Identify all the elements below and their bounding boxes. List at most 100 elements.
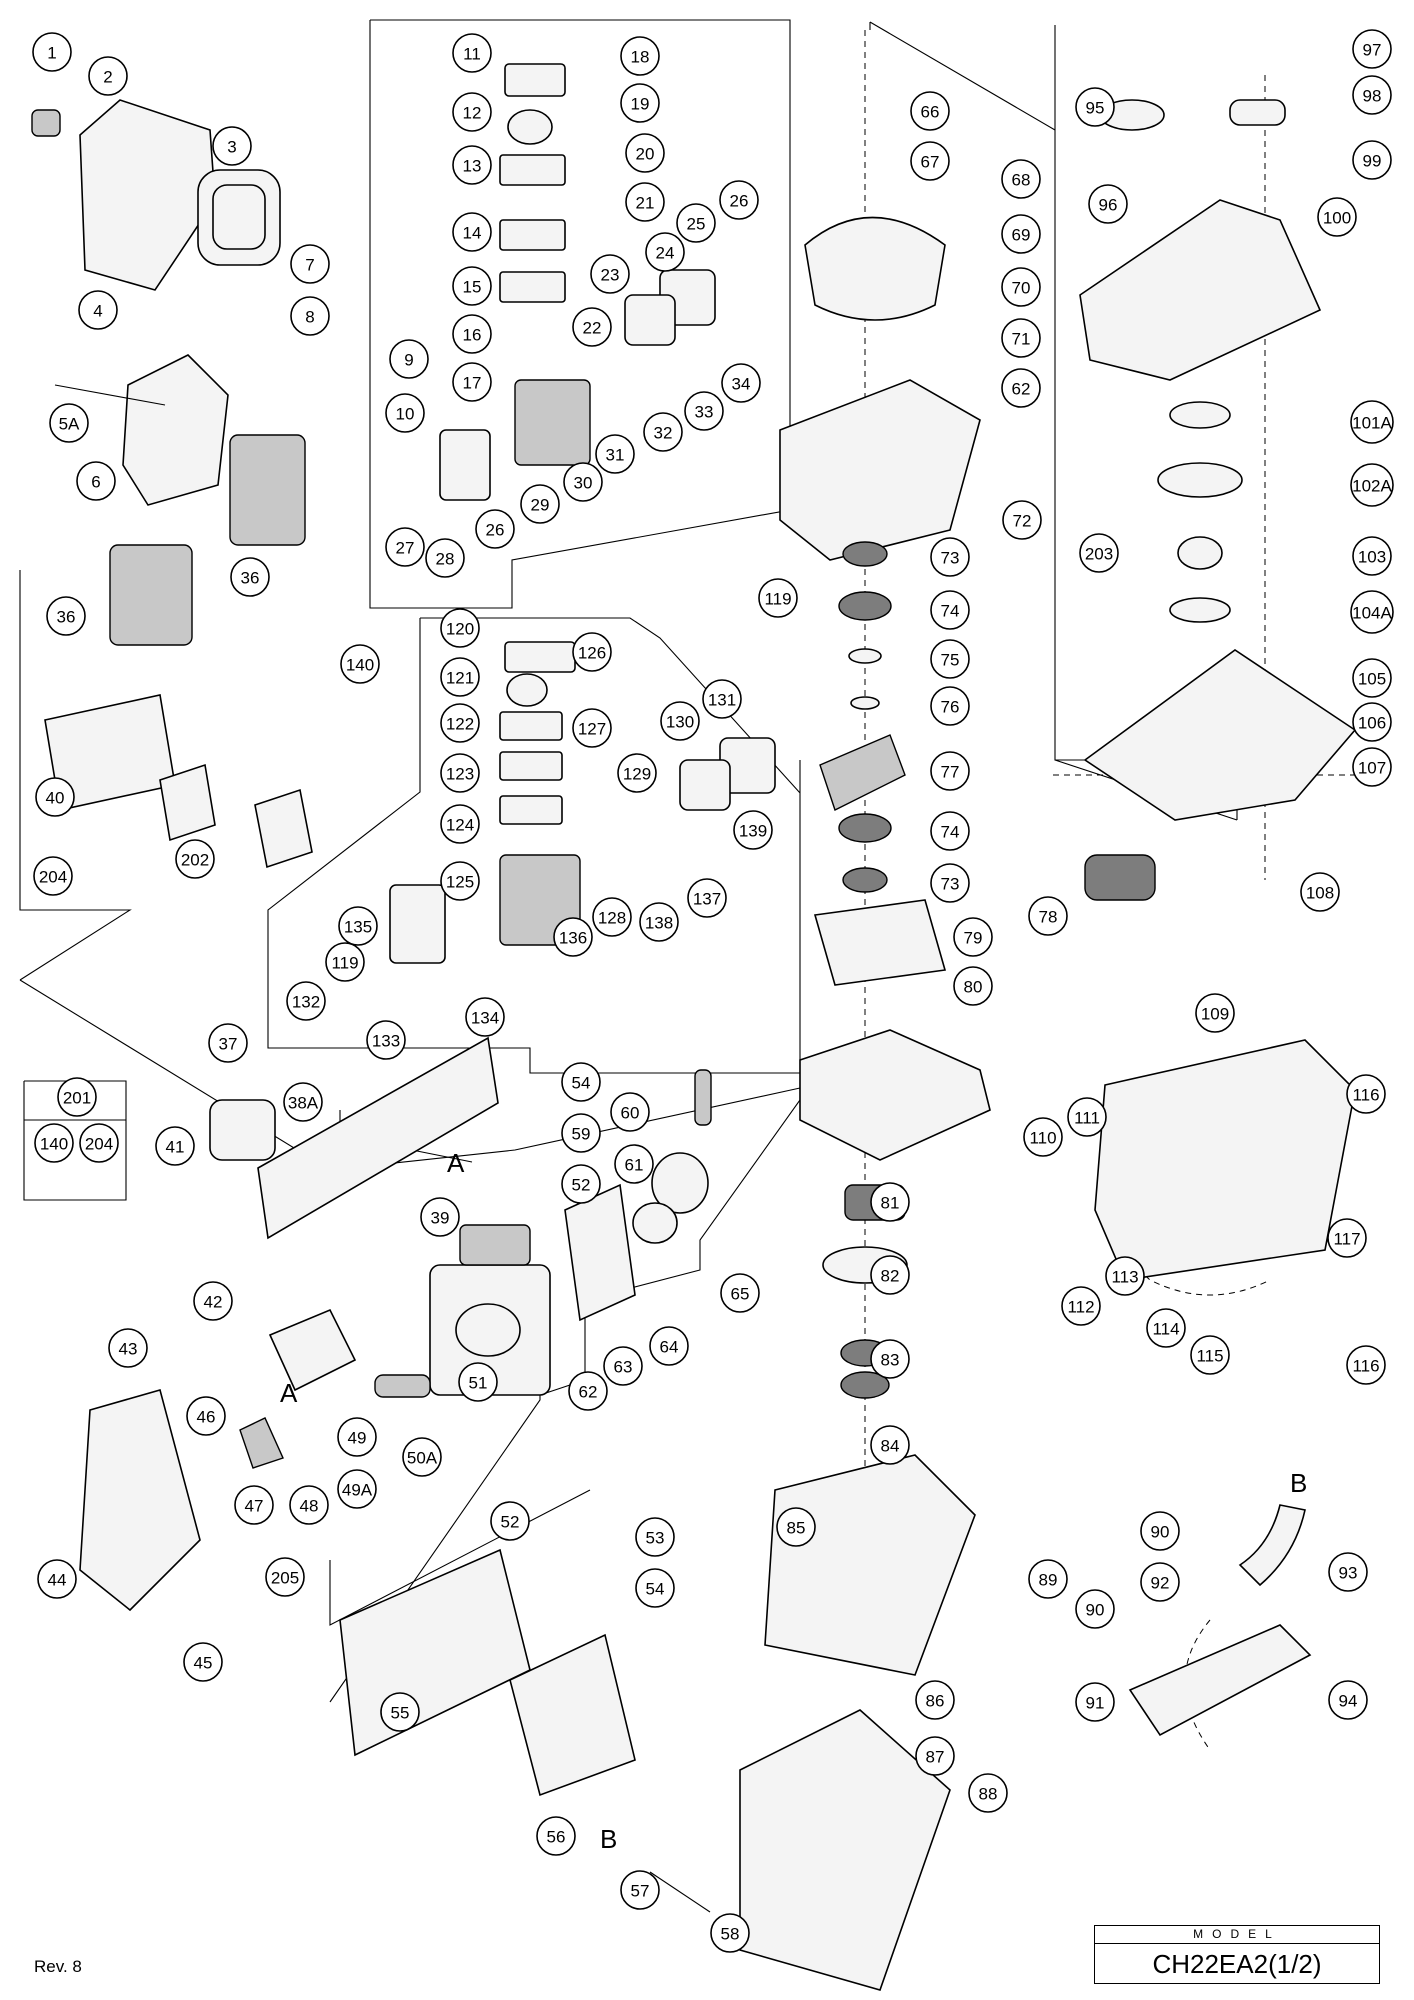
part-callout: 54 [561,1062,601,1102]
callout-circle [385,527,425,567]
callout-circle [1075,87,1115,127]
callout-number: 126 [578,644,606,663]
callout-number: 55 [391,1704,410,1723]
part-callout: 119 [758,578,798,618]
callout-number: 120 [446,620,474,639]
part-callout: 136 [553,917,593,957]
callout-number: 204 [85,1135,113,1154]
callout-circle [425,538,465,578]
part-callout: 203 [1079,533,1119,573]
part-callout: 24 [645,232,685,272]
part-callout: 5A [49,403,89,443]
callout-circle [930,811,970,851]
callout-number: 4 [93,302,102,321]
callout-circle [702,679,742,719]
callout-circle [572,632,612,672]
callout-number: 15 [463,278,482,297]
part-callout: 116 [1346,1074,1386,1114]
part-callout: 27 [385,527,425,567]
callout-circle [452,314,492,354]
callout-number: 139 [739,822,767,841]
callout-circle [49,403,89,443]
callout-number: 45 [194,1654,213,1673]
callout-circle [563,462,603,502]
callout-number: 72 [1013,512,1032,531]
callout-circle [88,56,128,96]
part-callout: 49 [337,1417,377,1457]
callout-number: 40 [46,789,65,808]
part-callout: 87 [915,1736,955,1776]
part-callout: 53 [635,1517,675,1557]
part-callout: 32 [643,412,683,452]
callout-circle [1140,1511,1180,1551]
callout-circle [1195,993,1235,1033]
part-callout: 17 [452,362,492,402]
callout-number: 117 [1333,1230,1360,1249]
part-callout: 73 [930,537,970,577]
callout-number: 202 [181,851,209,870]
part-callout: 127 [572,708,612,748]
part-callout: 41 [155,1126,195,1166]
callout-circle [953,917,993,957]
callout-number: 53 [646,1529,665,1548]
callout-number: 73 [941,875,960,894]
callout-circle [719,180,759,220]
callout-number: 205 [271,1569,299,1588]
part-callout: 51 [458,1362,498,1402]
callout-number: 82 [881,1267,900,1286]
part-callout: 117 [1327,1218,1367,1258]
callout-number: 74 [941,823,960,842]
callout-number: 18 [631,48,650,67]
letter-mark-a-lower: A [280,1378,298,1408]
callout-circle [389,339,429,379]
callout-number: 134 [471,1009,499,1028]
model-label: MODEL [1095,1926,1379,1944]
callout-number: 86 [926,1692,945,1711]
part-callout: 131 [702,679,742,719]
part-callout: 69 [1001,214,1041,254]
part-callout: 52 [490,1501,530,1541]
part-callout: 43 [108,1328,148,1368]
callout-number: 73 [941,549,960,568]
part-callout: 139 [733,810,773,850]
callout-circle [186,1396,226,1436]
callout-circle [687,878,727,918]
part-callout: 201 [57,1077,97,1117]
callout-number: 62 [1012,380,1031,399]
callout-circle [37,1559,77,1599]
part-callout: 204 [33,856,73,896]
callout-circle [465,997,505,1037]
callout-circle [1328,1680,1368,1720]
part-callout: 135 [338,906,378,946]
part-callout: 4 [78,290,118,330]
part-callout: 55 [380,1692,420,1732]
part-callout: 67 [910,141,950,181]
callout-circle [337,1417,377,1457]
part-callout: 2 [88,56,128,96]
callout-circle [930,686,970,726]
callout-circle [1001,318,1041,358]
part-callout: 112 [1061,1286,1101,1326]
callout-circle [592,897,632,937]
callout-number: 9 [404,351,413,370]
part-callout: 104A [1350,590,1394,634]
callout-circle [183,1642,223,1682]
callout-number: 51 [469,1374,488,1393]
letter-mark-b-muffler: B [600,1824,617,1854]
callout-circle [385,393,425,433]
callout-number: 89 [1039,1571,1058,1590]
callout-circle [155,1126,195,1166]
callout-number: 130 [666,713,694,732]
part-callout: 111 [1067,1097,1107,1137]
part-callout: 120 [440,608,480,648]
callout-number: 112 [1067,1298,1094,1317]
callout-number: 77 [941,763,960,782]
callout-number: 140 [346,656,374,675]
callout-circle [32,32,72,72]
callout-circle [720,1273,760,1313]
callout-circle [452,212,492,252]
part-callout: 15 [452,266,492,306]
callout-circle [1028,896,1068,936]
part-callout: 88 [968,1773,1008,1813]
part-callout: 71 [1001,318,1041,358]
